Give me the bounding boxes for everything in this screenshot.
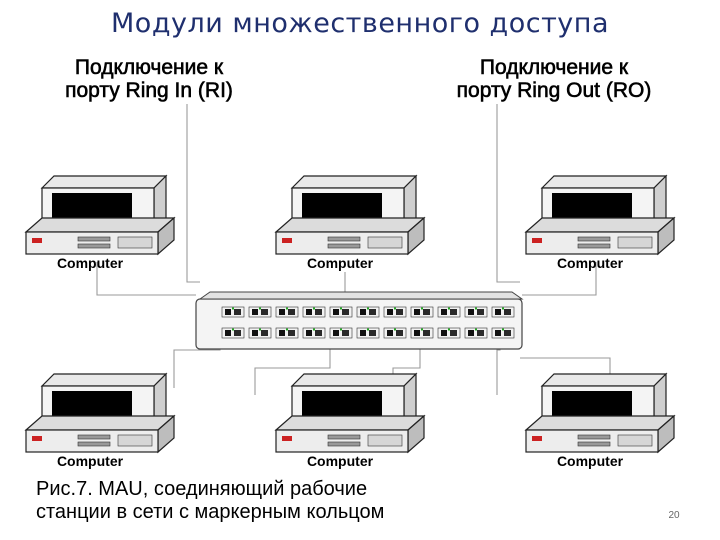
ring-out-label-line1: Подключение к [479, 56, 629, 80]
computer-icon [25, 175, 175, 255]
computer-label: Computer [57, 255, 124, 271]
computer-label: Computer [557, 453, 624, 469]
computer-label: Computer [307, 453, 374, 469]
computer-bottom-left: Computer [25, 373, 175, 469]
computer-label: Computer [57, 453, 124, 469]
computer-top-left: Computer [25, 175, 175, 271]
caption-line2: станции в сети с маркерным кольцом [36, 501, 385, 523]
computer-icon [525, 373, 675, 453]
computer-label: Computer [557, 255, 624, 271]
figure-caption: Рис.7. MAU, соединяющий рабочие станции … [36, 478, 466, 524]
computer-top-right: Computer [525, 175, 675, 271]
mau-port-row-bottom [221, 327, 515, 339]
ring-in-label-line2: порту Ring In (RI) [65, 79, 233, 103]
caption-line1: Рис.7. MAU, соединяющий рабочие [36, 478, 368, 500]
mau-hub [195, 291, 524, 350]
computer-top-center: Computer [275, 175, 425, 271]
computer-icon [25, 373, 175, 453]
computer-icon [275, 175, 425, 255]
computer-bottom-right: Computer [525, 373, 675, 469]
page-number: 20 [668, 510, 680, 521]
ring-in-label-line1: Подключение к [74, 56, 224, 80]
computer-icon [275, 373, 425, 453]
computer-bottom-center: Computer [275, 373, 425, 469]
mau-port-row-top [221, 306, 515, 318]
ring-out-label-line2: порту Ring Out (RO) [456, 79, 652, 103]
slide-title: Модули множественного доступа [111, 8, 609, 39]
ring-in-label: Подключение к порту Ring In (RI) [4, 56, 294, 103]
computer-label: Computer [307, 255, 374, 271]
computer-icon [525, 175, 675, 255]
ring-out-label: Подключение к порту Ring Out (RO) [388, 56, 720, 103]
